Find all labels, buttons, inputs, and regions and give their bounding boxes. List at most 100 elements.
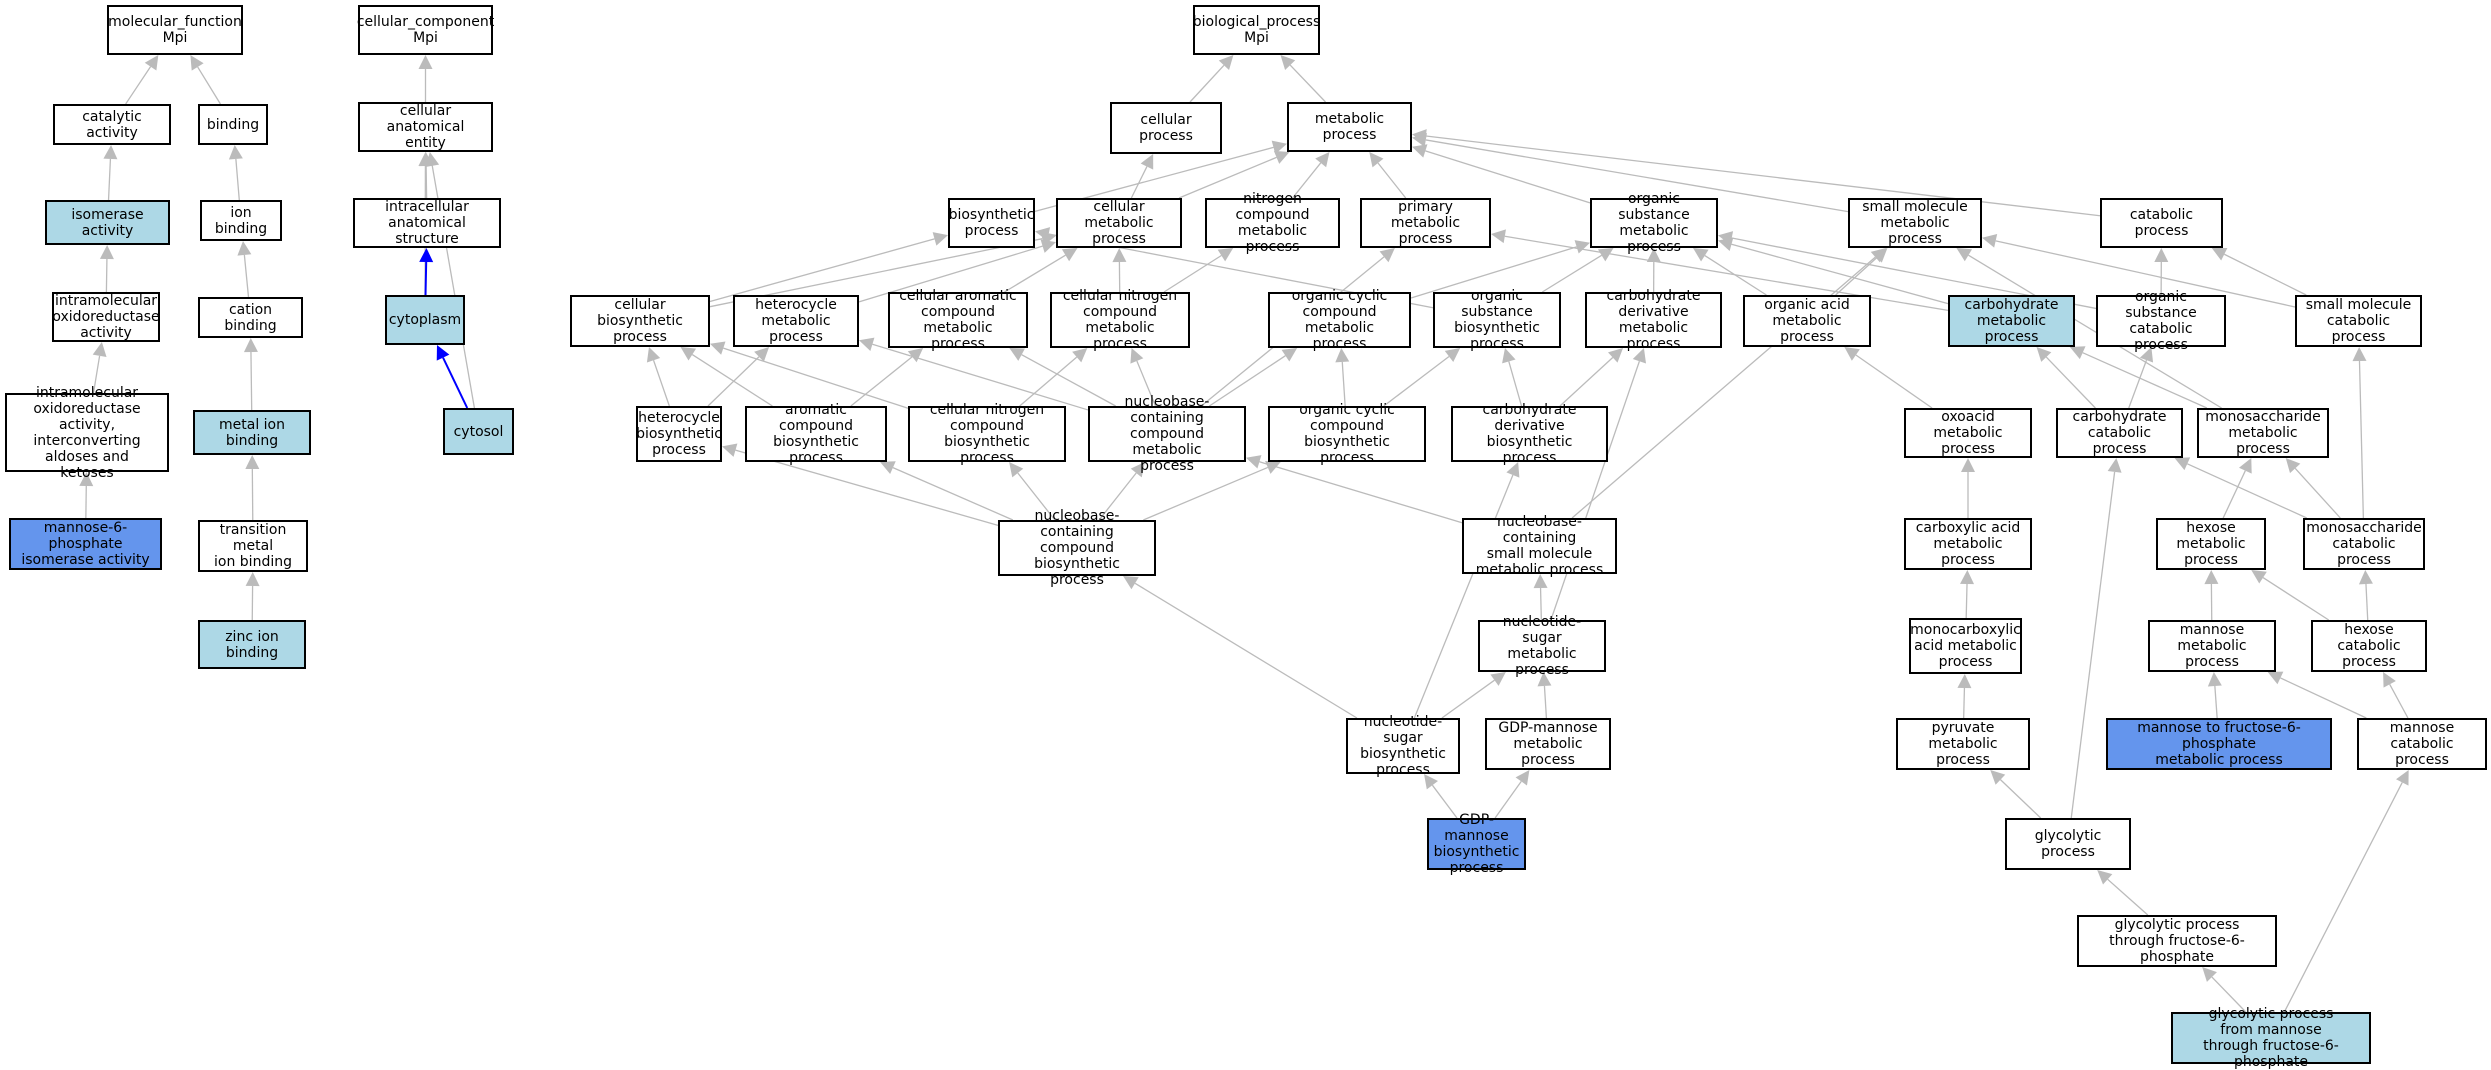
go-term-node-cellarom[interactable]: cellular aromatic compound metabolic pro… [888,292,1028,348]
edge-arrowhead [103,145,117,159]
edge-arrowhead [244,338,258,352]
go-term-node-nucleobasesmall[interactable]: nucleobase-containing small molecule met… [1462,518,1617,574]
go-term-node-ias[interactable]: intracellular anatomical structure [353,198,501,248]
go-term-node-cellnitrobiosyn[interactable]: cellular nitrogen compound biosynthetic … [908,406,1066,462]
edge-arrowhead [2208,672,2222,686]
go-term-node-mannosef6p[interactable]: mannose to fructose-6-phosphate metaboli… [2106,718,2332,770]
edge-heterobiosyn-to-cellbiosyn [654,360,670,406]
go-term-node-orgsubcat[interactable]: organic substance catabolic process [2096,295,2226,347]
go-term-node-glycmannose[interactable]: glycolytic process from mannose through … [2171,1012,2371,1064]
go-term-node-gdpbiosyn[interactable]: GDP-mannose biosynthetic process [1427,818,1526,870]
edge-arrowhead [246,572,260,586]
go-term-node-glycolytic[interactable]: glycolytic process [2005,818,2131,870]
edge-catalytic-to-mf [126,67,151,104]
edge-arrowhead [2359,570,2373,584]
edge-cellnitrobiosyn-to-cellnitro [1020,357,1077,406]
edge-arrowhead [2154,248,2168,262]
go-term-node-nucsugar[interactable]: nucleotide-sugar metabolic process [1478,620,1606,672]
edge-arrowhead [100,245,114,259]
go-term-node-nucleobasemetab[interactable]: nucleobase-containing compound metabolic… [1088,406,1246,462]
go-term-node-binding[interactable]: binding [198,104,268,145]
go-term-node-carbderivbiosyn[interactable]: carbohydrate derivative biosynthetic pro… [1451,406,1608,462]
go-term-node-ionbind[interactable]: ion binding [200,200,282,241]
go-term-node-orgsubbiosyn[interactable]: organic substance biosynthetic process [1433,292,1561,348]
edge-catab-to-metab [1426,136,2100,216]
edge-smallmolcat-to-catab [2224,254,2306,295]
go-term-node-metalion[interactable]: metal ion binding [193,410,311,455]
edge-arrowhead [933,232,948,245]
go-term-node-nitrogen[interactable]: nitrogen compound metabolic process [1205,198,1340,248]
go-term-node-pyruvate[interactable]: pyruvate metabolic process [1896,718,2030,770]
edge-arrowhead [1246,455,1261,468]
go-term-node-smallmol[interactable]: small molecule metabolic process [1848,198,1982,248]
go-term-node-carboxylic[interactable]: carboxylic acid metabolic process [1904,518,2032,570]
go-term-node-intramol[interactable]: intramolecular oxidoreductase activity [52,292,160,342]
go-term-node-biosyn[interactable]: biosynthetic process [948,198,1035,248]
edge-mannosecat-to-mannosemetab [2280,678,2366,718]
go-term-node-hexosecat[interactable]: hexose catabolic process [2311,620,2427,672]
go-term-node-oxoacid[interactable]: oxoacid metabolic process [1904,408,2032,458]
edge-oxoacid-to-orgacid [1856,355,1932,408]
edge-nucleobasesmall-to-nucleobasemetab [1259,462,1462,523]
go-term-node-cytosol[interactable]: cytosol [443,408,514,455]
go-term-node-primary[interactable]: primary metabolic process [1360,198,1491,248]
go-term-node-metab[interactable]: metabolic process [1287,102,1412,152]
go-term-node-catab[interactable]: catabolic process [2100,198,2223,248]
go-term-node-cationbind[interactable]: cation binding [198,297,303,338]
go-term-node-carbcat[interactable]: carbohydrate catabolic process [2056,408,2183,458]
go-term-node-nucsugarbiosyn[interactable]: nucleotide-sugar biosynthetic process [1346,718,1460,774]
go-term-node-nucleobasebiosyn[interactable]: nucleobase-containing compound biosynthe… [998,520,1156,576]
go-term-node-heterometab[interactable]: heterocycle metabolic process [733,295,859,347]
go-term-node-orgcyclic[interactable]: organic cyclic compound metabolic proces… [1268,292,1411,348]
edge-arrowhead [419,55,433,69]
edge-pyruvate-to-monocarbox [1964,688,1965,718]
edge-metab-to-bp [1290,65,1325,102]
go-term-node-cellmetab[interactable]: cellular metabolic process [1056,198,1182,248]
go-term-node-heterobiosyn[interactable]: heterocycle biosynthetic process [636,406,722,462]
go-term-node-monosacch[interactable]: monosaccharide metabolic process [2197,408,2329,458]
edge-arrowhead [1961,458,1975,472]
edge-arrowhead [1041,239,1056,252]
go-term-node-hexose[interactable]: hexose metabolic process [2156,518,2266,570]
edge-binding-to-mf [198,67,221,104]
go-term-node-cellnitro[interactable]: cellular nitrogen compound metabolic pro… [1050,292,1190,348]
go-term-node-cytoplasm[interactable]: cytoplasm [385,295,465,345]
go-term-node-intramol2[interactable]: intramolecular oxidoreductase activity, … [5,393,169,472]
go-term-node-cellbiosyn[interactable]: cellular biosynthetic process [570,295,710,347]
go-term-node-carbderiv[interactable]: carbohydrate derivative metabolic proces… [1585,292,1722,348]
go-term-node-aromaticbiosyn[interactable]: aromatic compound biosynthetic process [745,406,887,462]
go-term-node-orgcyclicbiosyn[interactable]: organic cyclic compound biosynthetic pro… [1268,406,1426,462]
go-term-node-mannosecat[interactable]: mannose catabolic process [2357,718,2487,770]
go-term-node-cellproc[interactable]: cellular process [1110,102,1222,154]
edge-glycolytic-to-pyruvate [2000,780,2040,818]
edge-arrowhead [229,145,243,160]
go-term-node-smallmolcat[interactable]: small molecule catabolic process [2295,295,2422,347]
edge-arrowhead [1412,144,1427,157]
edge-carbcat-to-orgsubcat [2129,360,2147,408]
edge-arrowhead [190,55,203,71]
go-term-node-isomerase[interactable]: isomerase activity [45,200,170,245]
go-term-node-mf[interactable]: molecular_function Mpi [107,5,243,55]
go-term-node-monosacchcat[interactable]: monosaccharide catabolic process [2303,518,2425,570]
go-term-node-cae[interactable]: cellular anatomical entity [358,102,493,152]
go-term-node-monocarbox[interactable]: monocarboxylic acid metabolic process [1909,618,2022,674]
go-term-node-mannosemetab[interactable]: mannose metabolic process [2148,620,2276,672]
go-term-node-orgacid[interactable]: organic acid metabolic process [1743,295,1871,347]
edge-hexose-to-monosacch [2223,471,2245,518]
go-term-node-bp[interactable]: biological_process Mpi [1193,5,1320,55]
go-term-node-cc[interactable]: cellular_component Mpi [358,5,493,55]
go-term-node-transmetal[interactable]: transition metal ion binding [198,520,308,572]
edge-arrowhead [93,342,107,357]
go-term-node-orgsub[interactable]: organic substance metabolic process [1590,198,1718,248]
go-term-node-catalytic[interactable]: catalytic activity [53,104,171,145]
edge-orgcyclicbiosyn-to-orgcyclic [1342,362,1345,406]
edge-arrowhead [1957,674,1971,688]
go-term-node-carbmetab[interactable]: carbohydrate metabolic process [1948,295,2075,347]
edge-nucsugarbiosyn-to-nucleobasebiosyn [1135,583,1357,718]
edge-arrowhead [2097,870,2112,885]
go-term-node-gdpmetab[interactable]: GDP-mannose metabolic process [1485,718,1611,770]
go-term-node-m6pi[interactable]: mannose-6-phosphate isomerase activity [9,518,162,570]
edge-arrowhead [1369,152,1383,167]
go-term-node-glycf6p[interactable]: glycolytic process through fructose-6-ph… [2077,915,2277,967]
go-term-node-zinc[interactable]: zinc ion binding [198,620,306,669]
